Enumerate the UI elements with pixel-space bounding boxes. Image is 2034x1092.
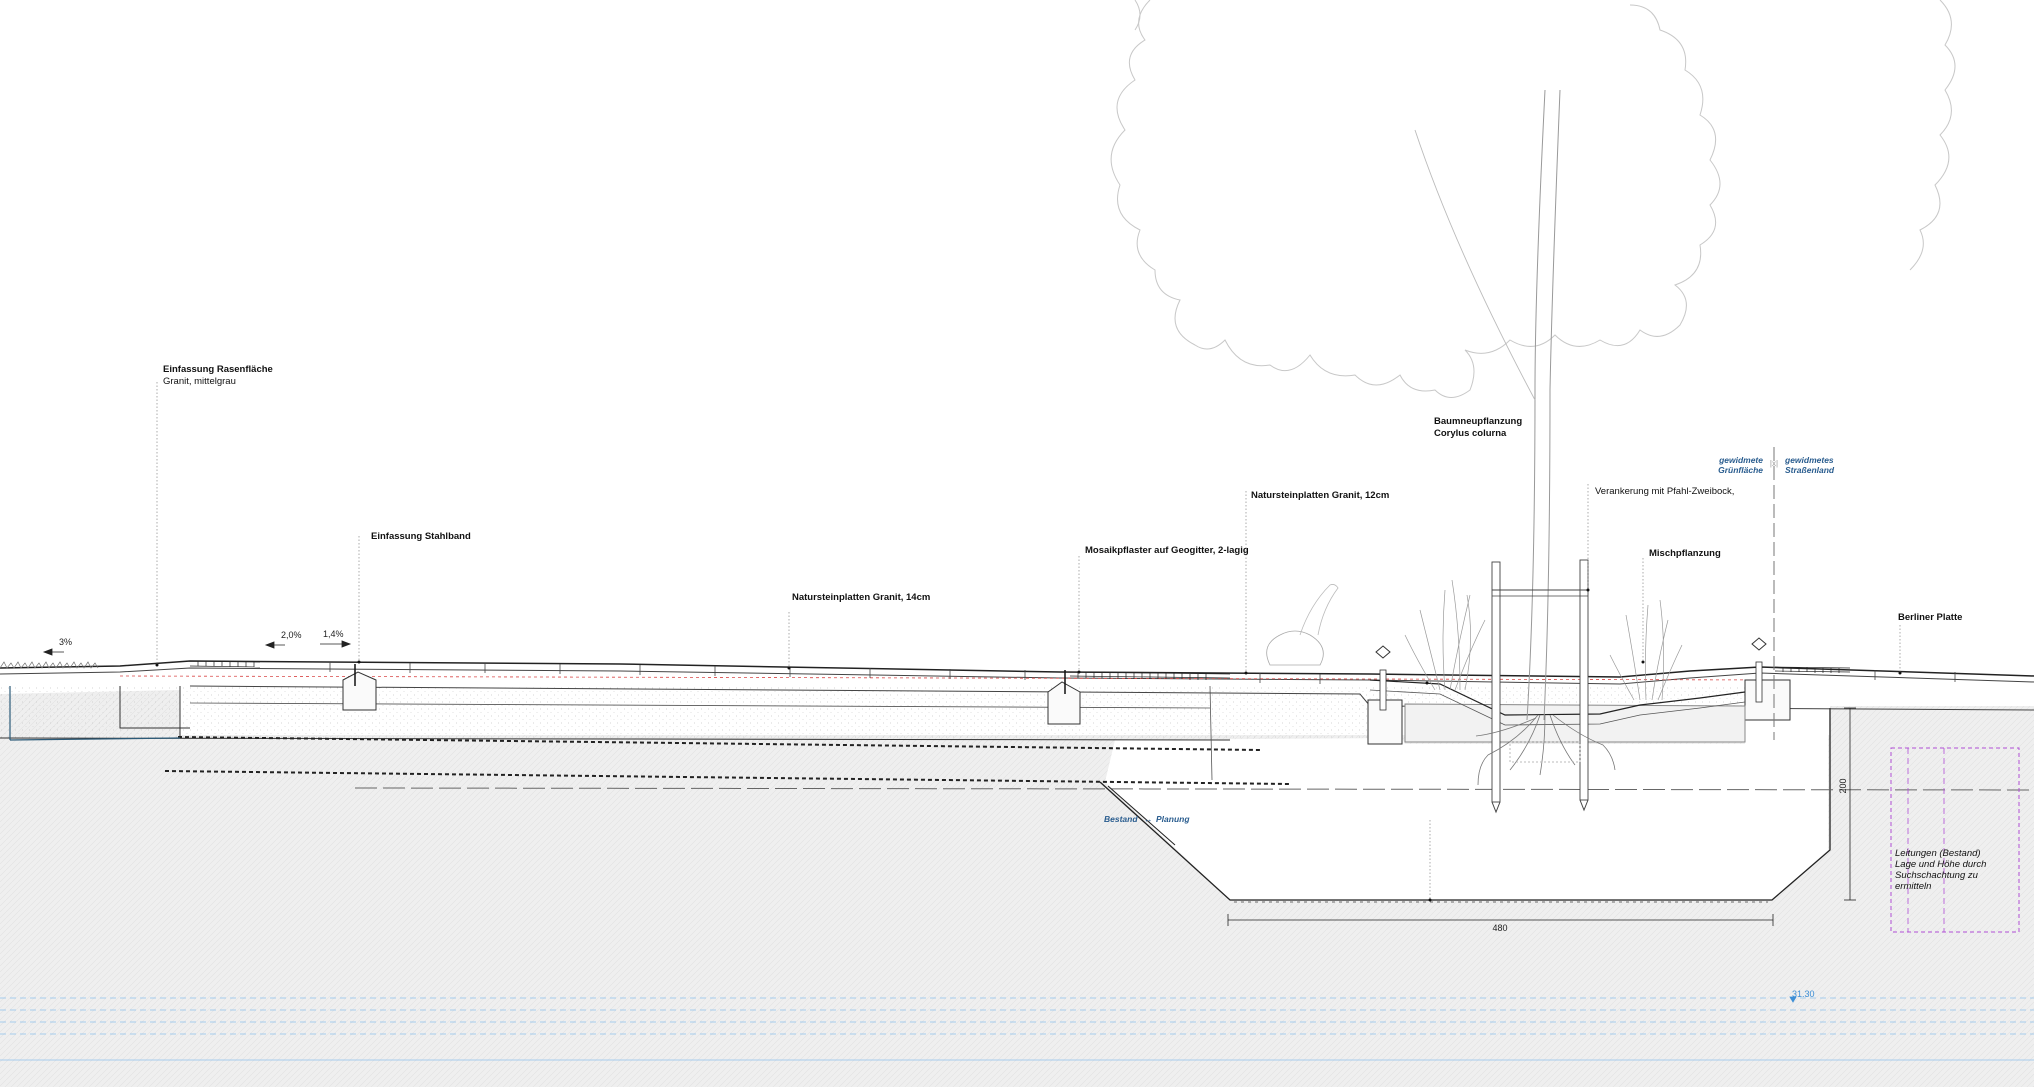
label-mosaikpflaster: Mosaikpflaster auf Geogitter, 2-lagig [1085,545,1249,556]
dim-slope-3: 3% [59,637,72,647]
dim-water-level: 31.30 [1792,989,1815,999]
label-gewidmete-gruenflaeche-2: Grünfläche [1718,465,1763,475]
label-gewidmete-gruenflaeche-1: gewidmete [1718,455,1763,465]
label-leitungen-1: Leitungen (Bestand) [1895,848,1981,859]
bestand-planung-divider [1107,785,1176,846]
dim-slope-2-0: 2,0% [281,630,302,640]
soil-body [0,690,2034,1087]
leader-dots [155,588,1902,902]
label-planung: Planung [1156,814,1190,824]
label-leitungen-3: Suchschachtung zu [1895,870,1979,881]
planting-bed [1266,579,1767,726]
curb-foundations [342,664,1791,745]
label-natursteinplatten-12: Natursteinplatten Granit, 12cm [1251,490,1389,501]
label-baumneupflanzung: Baumneupflanzung [1434,416,1522,427]
label-gewidmetes-strassenland-2: Straßenland [1785,465,1835,475]
label-bestand-planung-arrow: ↔ [1144,814,1153,824]
label-boundary-symbol: |x| [1770,459,1778,468]
label-einfassung-stahlband: Einfassung Stahlband [371,531,471,542]
dim-pit-width: 480 [1492,923,1507,933]
label-baumart: Corylus colurna [1434,428,1507,439]
dim-slope-1-4: 1,4% [323,629,344,639]
label-leitungen-4: ermitteln [1895,881,1931,892]
leader-lines [156,382,1901,900]
paving-surface [0,660,2034,711]
label-natursteinplatten-14: Natursteinplatten Granit, 14cm [792,592,930,603]
label-verankerung: Verankerung mit Pfahl-Zweibock, [1595,486,1734,497]
label-einfassung-rasenflaeche: Einfassung Rasenfläche [163,364,273,375]
groundwater-lines [0,997,2034,1061]
label-berliner-platte: Berliner Platte [1898,612,1962,623]
label-bestand: Bestand [1104,814,1138,824]
cable-zone [1890,747,2020,933]
dim-pit-depth: 200 [1838,778,1848,793]
tree [1110,0,1956,814]
dimension-lines [42,640,1856,1003]
label-einfassung-rasenflaeche-material: Granit, mittelgrau [163,376,236,387]
label-gewidmetes-strassenland-1: gewidmetes [1784,455,1834,465]
label-leitungen-2: Lage und Höhe durch [1895,859,1986,870]
label-mischpflanzung: Mischpflanzung [1649,548,1721,559]
